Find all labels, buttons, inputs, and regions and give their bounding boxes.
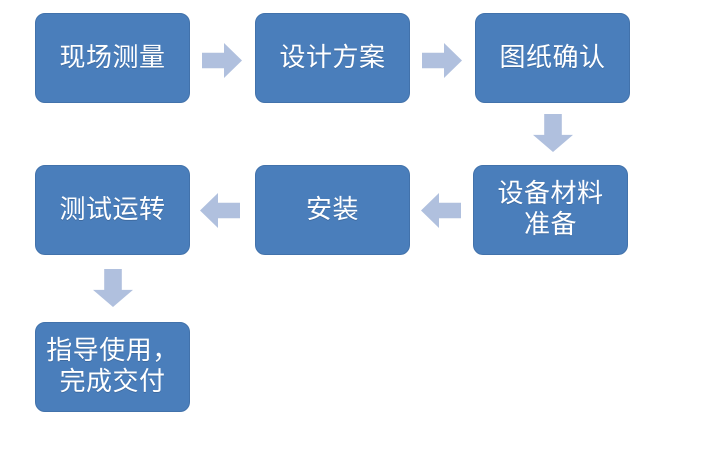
process-node-installation[interactable]: 安装	[255, 165, 410, 255]
process-node-equipment-material-preparation[interactable]: 设备材料 准备	[473, 165, 628, 255]
arrow-left-icon-material-to-installation	[421, 193, 461, 228]
process-node-site-measurement[interactable]: 现场测量	[35, 13, 190, 103]
process-node-drawing-confirmation[interactable]: 图纸确认	[475, 13, 630, 103]
arrow-down-icon-test-to-delivery	[93, 269, 133, 307]
arrow-down-icon-drawing-to-material	[533, 114, 573, 152]
arrow-left-icon-installation-to-test	[200, 193, 240, 228]
process-node-guidance-and-delivery[interactable]: 指导使用， 完成交付	[35, 322, 190, 412]
arrow-right-icon-site-to-design	[202, 43, 242, 78]
process-node-test-run[interactable]: 测试运转	[35, 165, 190, 255]
arrow-right-icon-design-to-drawing	[422, 43, 462, 78]
process-node-design-plan[interactable]: 设计方案	[255, 13, 410, 103]
